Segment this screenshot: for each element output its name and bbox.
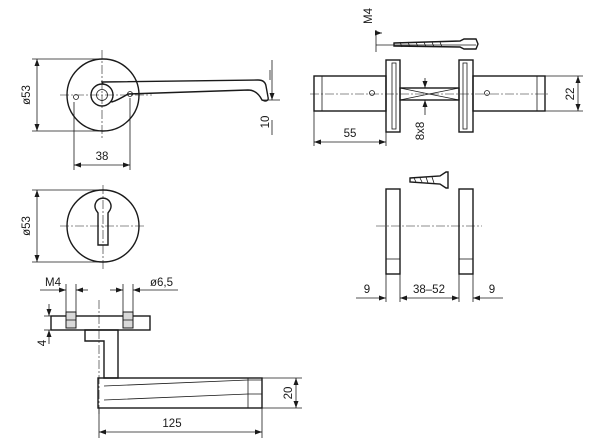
lever-arm-side [97,377,263,409]
left-rose-side [385,59,401,133]
right-lever-neck [472,75,546,112]
label-door-thickness: 38–52 [413,284,445,296]
dim-rose-width: 38 [73,98,131,170]
side-view-assembly [310,38,550,133]
lever-handle [100,79,269,103]
label-gap-9-right: 9 [489,284,495,296]
label-lever-length: 125 [162,418,181,430]
lever-front-view [60,50,271,140]
dim-lever-height: 20 [262,377,302,409]
dim-thread-m4-top: M4 [363,7,382,52]
label-length-55: 55 [344,128,357,140]
label-gap-9-left: 9 [364,284,370,296]
left-rose-profile [385,188,401,275]
label-thread-m4-side: M4 [45,277,62,289]
fixing-screw-m4 [376,38,479,50]
label-height-22: 22 [565,88,577,101]
right-rose-side [458,59,474,133]
screw-left [73,94,79,100]
label-escutcheon-diameter: ø53 [21,216,33,236]
label-rose-width: 38 [96,151,109,163]
label-depth-4: 4 [37,339,49,346]
label-rose-diameter: ø53 [21,85,33,105]
label-thread-m4-top: M4 [363,7,375,24]
wood-screw [409,171,449,189]
dim-length-55: 55 [313,111,387,146]
dim-escutcheon-diameter: ø53 [21,189,100,263]
label-bore-diameter: ø6,5 [150,277,173,289]
dim-thread-m4-side: M4 [40,277,88,312]
screw-right [127,91,133,97]
dim-rose-diameter: ø53 [21,58,100,132]
right-rose-profile [458,188,474,275]
left-lever-neck [313,75,387,112]
escutcheon-view [60,185,146,270]
door-thickness-view [376,171,482,275]
dim-depth-4: 4 [37,304,66,346]
label-lever-height: 20 [283,387,295,400]
cylinder-keyhole [94,197,112,246]
dim-lever-offset: 10 [260,60,280,135]
dim-lever-length: 125 [98,408,263,438]
label-lever-offset: 10 [260,116,272,129]
dim-height-22: 22 [545,75,583,112]
dim-door-thickness: 9 38–52 9 [356,274,503,302]
lever-top-view [50,300,263,414]
lever-neck-side [84,329,119,379]
dim-spindle-square: 8x8 [415,78,428,141]
dim-bore-diameter: ø6,5 [110,277,178,312]
label-spindle-square: 8x8 [415,122,427,141]
